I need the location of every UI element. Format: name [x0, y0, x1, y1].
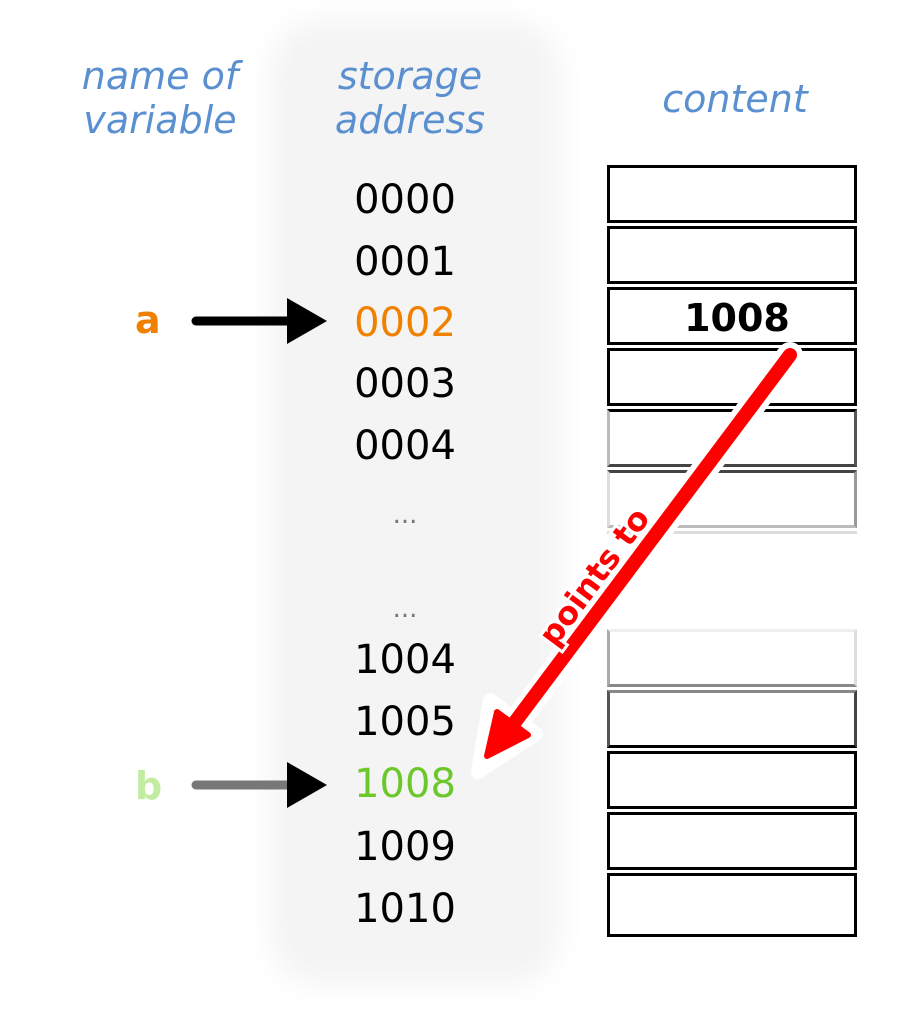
address-1009: 1009: [354, 824, 456, 870]
address-0004: 0004: [354, 423, 456, 469]
address-1010: 1010: [354, 886, 456, 932]
storage-address-column-background: [290, 40, 540, 965]
address-1008: 1008: [354, 761, 456, 807]
content-cell-fading: [607, 470, 857, 528]
arrow-icon-a-to-0002: [191, 298, 327, 344]
content-cell-b: [607, 751, 857, 809]
content-cell: [607, 812, 857, 870]
header-line-1: name of: [81, 54, 239, 98]
header-line-2: variable: [83, 98, 237, 142]
variable-a-label: a: [135, 298, 161, 342]
address-0001: 0001: [354, 239, 456, 285]
content-value-a: 1008: [684, 296, 790, 340]
address-0002: 0002: [354, 300, 456, 346]
content-cell-a: [607, 287, 857, 345]
address-ellipsis: ...: [392, 594, 418, 624]
address-1004: 1004: [354, 637, 456, 683]
header-line-1: storage: [337, 54, 483, 98]
content-cell: [607, 348, 857, 406]
arrow-icon-b-to-1008: [191, 762, 327, 808]
header-content: content: [662, 77, 808, 121]
content-cell: [607, 629, 857, 687]
header-storage-address: storage address: [300, 54, 520, 142]
header-name-of-variable: name of variable: [50, 54, 270, 142]
address-0000: 0000: [354, 177, 456, 223]
content-cell: [607, 873, 857, 937]
address-0003: 0003: [354, 361, 456, 407]
header-line-2: address: [334, 98, 486, 142]
address-1005: 1005: [354, 699, 456, 745]
address-ellipsis: ...: [392, 500, 418, 530]
content-cell: [607, 690, 857, 748]
content-cell: [607, 226, 857, 284]
pointer-arrow-icon: [471, 342, 803, 779]
content-cell: [607, 165, 857, 223]
variable-b-label: b: [135, 764, 163, 808]
